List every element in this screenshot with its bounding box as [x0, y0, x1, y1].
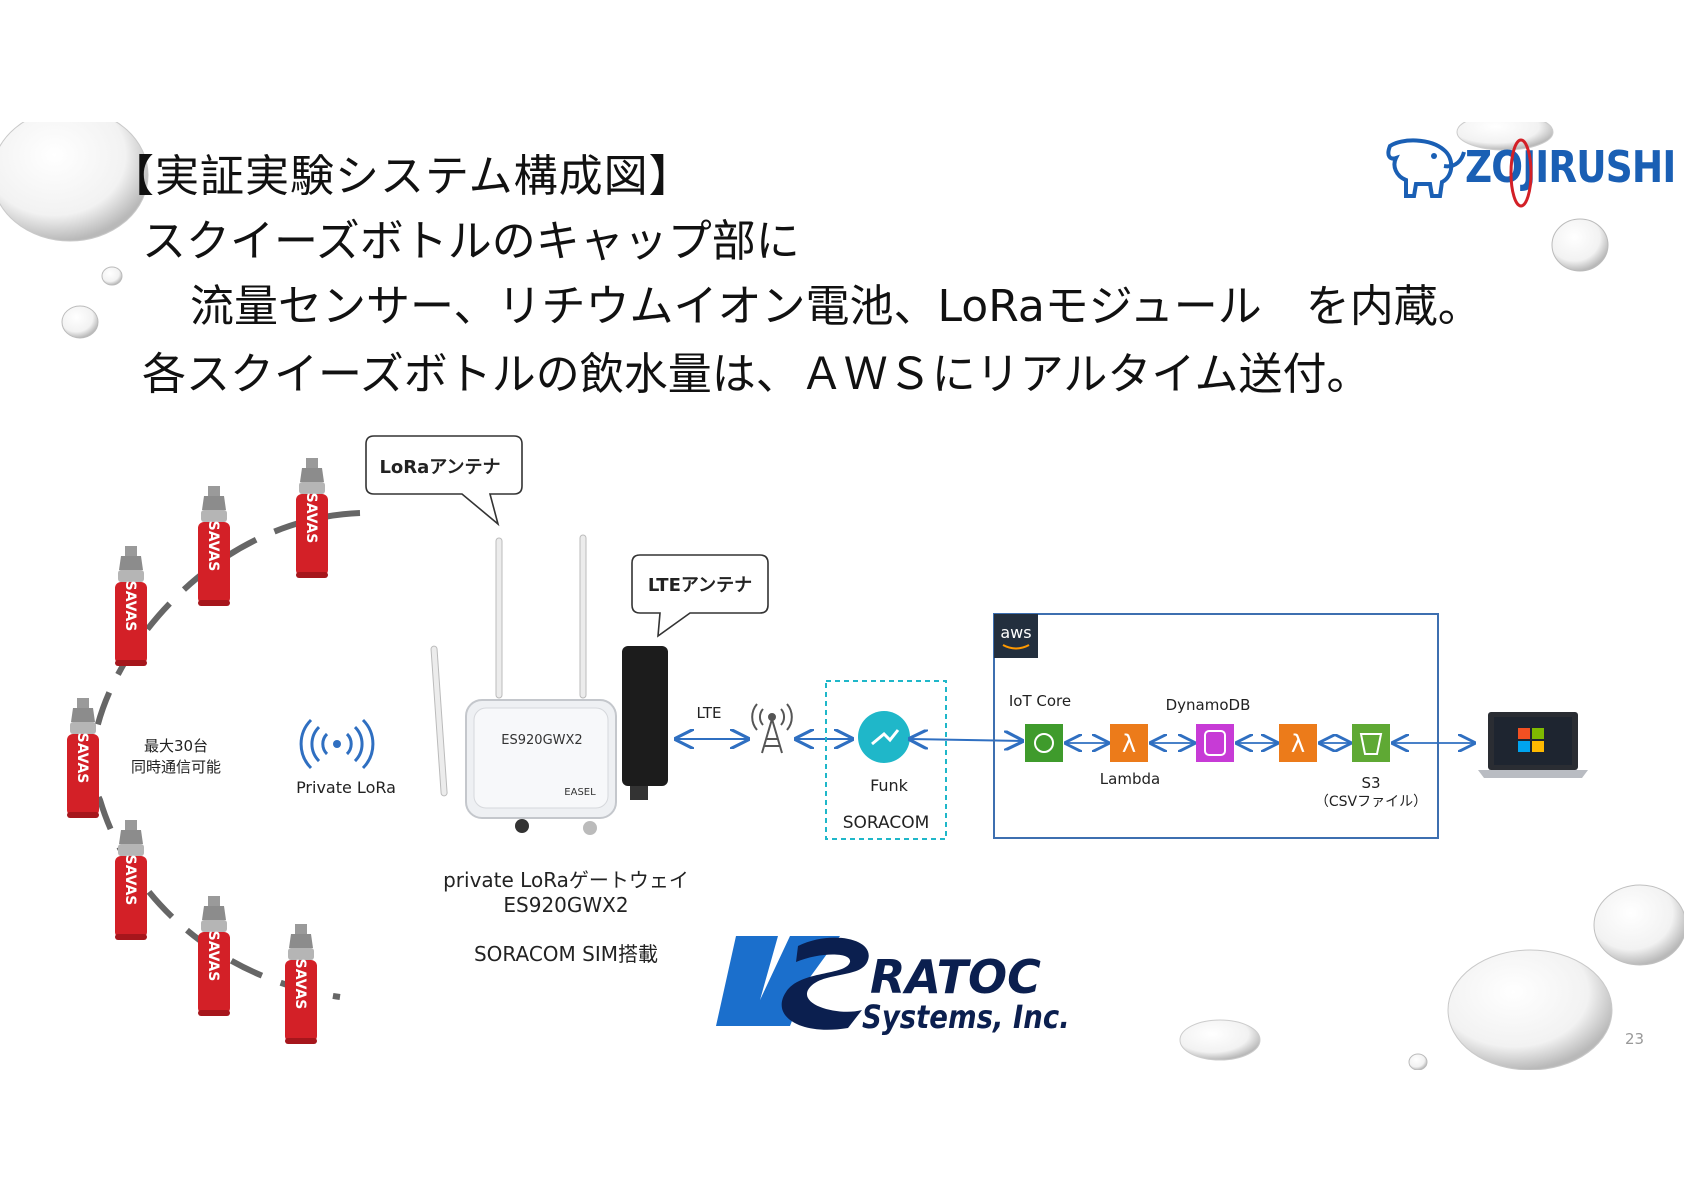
- bottle-7: SAVAS: [285, 924, 317, 1044]
- s3-label-line-2: （CSVファイル）: [1315, 794, 1427, 810]
- iot-core-label: IoT Core: [1009, 692, 1071, 710]
- funk-label: Funk: [870, 776, 909, 795]
- bottle-label: SAVAS: [205, 931, 221, 982]
- wireless-signal-icon: [299, 718, 375, 770]
- ratoc-logo-mark: [716, 936, 869, 1030]
- zojirushi-elephant-logo: [1386, 138, 1466, 198]
- bottle-label: SAVAS: [303, 493, 319, 544]
- bottle-label: SAVAS: [74, 733, 90, 784]
- aws-logo-text: aws: [1000, 623, 1031, 642]
- lte-antenna-label: LTEアンテナ: [648, 575, 752, 596]
- bottle-2: SAVAS: [198, 486, 230, 606]
- capacity-line-2: 同時通信可能: [131, 758, 221, 776]
- bottle-label: SAVAS: [205, 521, 221, 572]
- lambda-label: Lambda: [1100, 770, 1160, 788]
- gateway-caption-line-3: SORACOM SIM搭載: [474, 942, 658, 966]
- gateway-caption-line-1: private LoRaゲートウェイ: [443, 868, 689, 892]
- lte-label: LTE: [697, 704, 722, 722]
- gateway-brand-label: EASEL: [564, 787, 596, 798]
- dynamodb-icon: [1196, 724, 1234, 762]
- s3-label-line-1: S3: [1361, 774, 1380, 792]
- gateway-model-label: ES920GWX2: [501, 733, 582, 748]
- slide-title: 【実証実験システム構成図】: [110, 151, 694, 202]
- iot-core-icon: [1025, 724, 1063, 762]
- ratoc-logo-subtext: Systems, Inc.: [862, 998, 1070, 1036]
- lte-antenna-callout: LTEアンテナ: [631, 554, 769, 638]
- lora-antenna-callout: LoRaアンテナ: [365, 435, 523, 527]
- bottle-label: SAVAS: [122, 855, 138, 906]
- gateway-caption-line-2: ES920GWX2: [503, 893, 628, 917]
- s3-icon: [1352, 724, 1390, 762]
- description-line-2: 流量センサー、リチウムイオン電池、LoRaモジュール を内蔵。: [190, 281, 1482, 332]
- bottle-5: SAVAS: [115, 820, 147, 940]
- bottle-4: SAVAS: [67, 698, 99, 818]
- aws-cloud-box: [993, 613, 1439, 839]
- zojirushi-logo-text: ZOJIRUSHI: [1465, 142, 1676, 193]
- lambda-icon-2: λ: [1279, 724, 1317, 762]
- soracom-label: SORACOM: [843, 813, 930, 833]
- bottle-1: SAVAS: [296, 458, 328, 578]
- bottle-label: SAVAS: [122, 581, 138, 632]
- soracom-box: [825, 680, 947, 840]
- ratoc-logo-text: RATOC: [870, 950, 1041, 1004]
- description-line-3: 各スクイーズボトルの飲水量は、ＡＷＳにリアルタイム送付。: [142, 349, 1371, 400]
- bottle-label: SAVAS: [292, 959, 308, 1010]
- zojirushi-logo-ring: [1509, 138, 1533, 208]
- capacity-line-1: 最大30台: [144, 737, 208, 755]
- svg-text:λ: λ: [1122, 730, 1136, 758]
- cell-tower-icon: [751, 703, 793, 754]
- bottle-6: SAVAS: [198, 896, 230, 1016]
- dynamodb-label: DynamoDB: [1166, 696, 1251, 714]
- aws-logo-badge: [994, 614, 1038, 658]
- lambda-icon-1: λ: [1110, 724, 1148, 762]
- svg-text:λ: λ: [1291, 730, 1305, 758]
- bottle-3: SAVAS: [115, 546, 147, 666]
- lora-antenna-label: LoRaアンテナ: [379, 457, 500, 478]
- page-number: 23: [1625, 1030, 1645, 1048]
- private-lora-label: Private LoRa: [296, 778, 396, 797]
- soracom-funk-icon: [858, 711, 910, 763]
- laptop-icon: [1478, 712, 1588, 778]
- droplet-decoration: [0, 108, 1684, 1071]
- gateway-device: ES920GWX2 EASEL: [430, 534, 668, 835]
- description-line-1: スクイーズボトルのキャップ部に: [142, 216, 800, 267]
